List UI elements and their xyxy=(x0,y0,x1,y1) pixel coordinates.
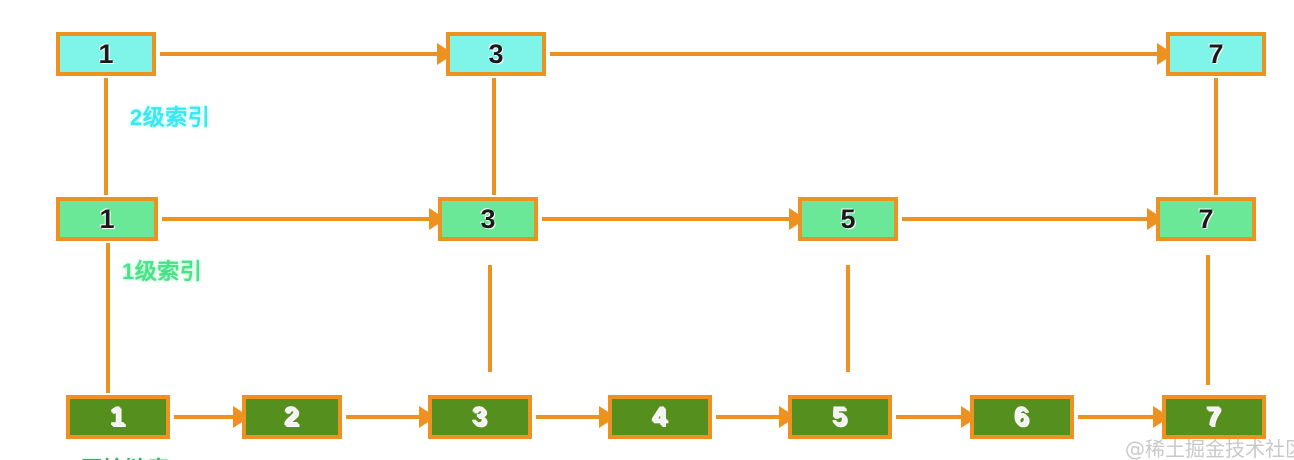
link-l2-3-to-7 xyxy=(550,52,1157,56)
link-l0-6-to-7 xyxy=(1078,415,1153,419)
node-original-linked-list-3[interactable]: 3 xyxy=(428,395,532,439)
vlink-l1-to-l0-node7 xyxy=(1206,255,1210,385)
link-l0-4-to-5 xyxy=(716,415,779,419)
link-l2-1-to-3 xyxy=(160,52,437,56)
node-level-2-index-7[interactable]: 7 xyxy=(1166,32,1266,76)
vlink-l1-to-l0-node3 xyxy=(488,265,492,372)
label-original-linked-list: 原始链表 xyxy=(80,452,170,460)
vlink-l2-to-l1-node1 xyxy=(104,78,108,195)
node-level-2-index-1[interactable]: 1 xyxy=(56,32,156,76)
node-original-linked-list-2[interactable]: 2 xyxy=(242,395,342,439)
link-l0-3-to-4 xyxy=(536,415,599,419)
link-l0-1-to-2 xyxy=(174,415,233,419)
label-level-1-index: 1级索引 xyxy=(122,259,203,284)
node-original-linked-list-1[interactable]: 1 xyxy=(66,395,170,439)
node-level-1-index-5[interactable]: 5 xyxy=(798,197,898,241)
node-original-linked-list-4[interactable]: 4 xyxy=(608,395,712,439)
node-level-1-index-3[interactable]: 3 xyxy=(438,197,538,241)
node-original-linked-list-7[interactable]: 7 xyxy=(1162,395,1266,439)
link-l0-2-to-3 xyxy=(346,415,419,419)
watermark: @稀土掘金技术社区 xyxy=(1125,437,1294,460)
node-original-linked-list-6[interactable]: 6 xyxy=(970,395,1074,439)
link-l1-5-to-7 xyxy=(902,217,1147,221)
vlink-l2-to-l1-node7 xyxy=(1214,78,1218,195)
node-level-1-index-1[interactable]: 1 xyxy=(56,197,158,241)
node-original-linked-list-5[interactable]: 5 xyxy=(788,395,892,439)
link-l1-3-to-5 xyxy=(542,217,789,221)
node-level-2-index-3[interactable]: 3 xyxy=(446,32,546,76)
link-l0-5-to-6 xyxy=(896,415,961,419)
node-level-1-index-7[interactable]: 7 xyxy=(1156,197,1256,241)
vlink-l2-to-l1-node3 xyxy=(492,78,496,195)
link-l1-1-to-3 xyxy=(162,217,429,221)
label-level-2-index: 2级索引 xyxy=(130,105,211,130)
vlink-l1-to-l0-node5 xyxy=(846,265,850,372)
vlink-l1-to-l0-node1 xyxy=(106,243,110,393)
